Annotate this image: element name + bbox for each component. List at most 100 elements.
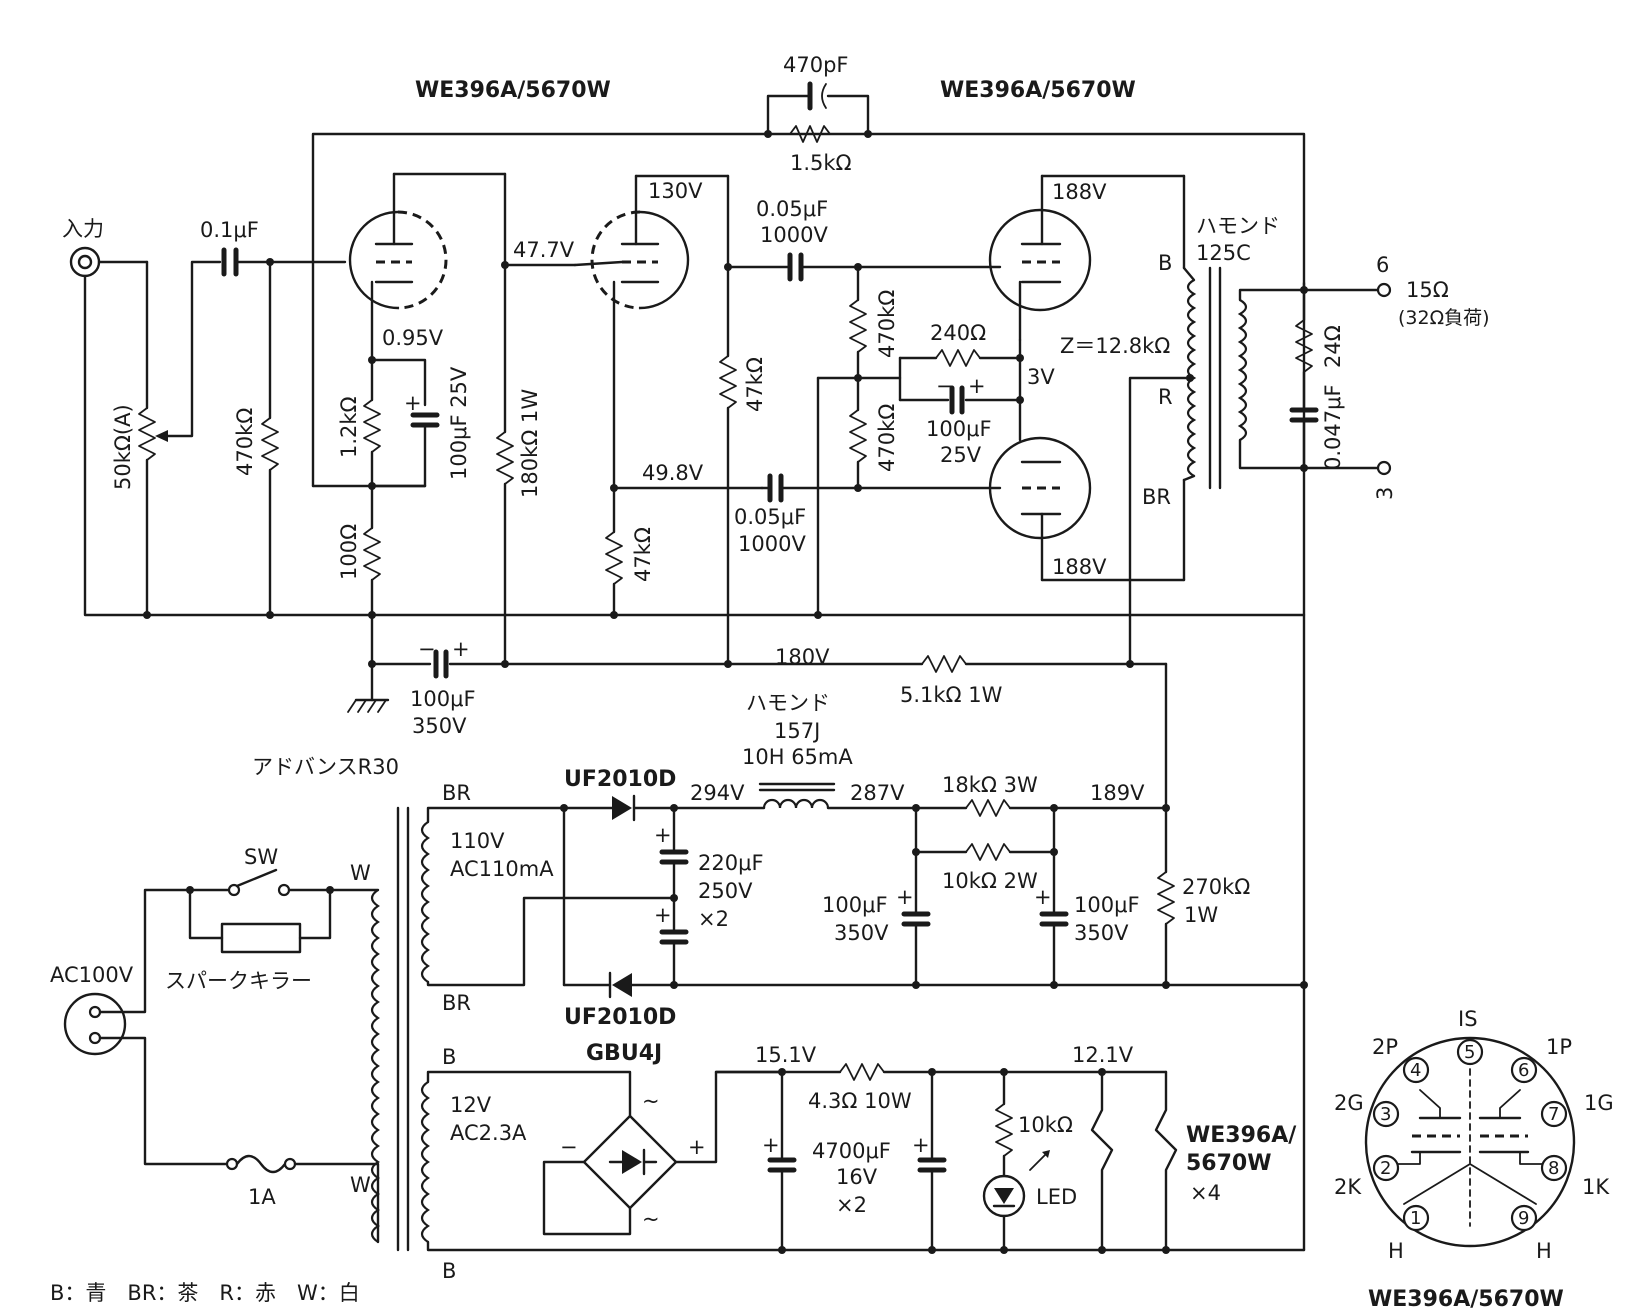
coupling-cap-top bbox=[726, 252, 1002, 282]
r-bleeder-val: 270kΩ bbox=[1182, 875, 1250, 899]
r-led: 10kΩ bbox=[1018, 1113, 1073, 1137]
v287: 287V bbox=[850, 781, 905, 805]
doubler-caps bbox=[659, 806, 689, 987]
r-43: 4.3Ω 10W bbox=[808, 1089, 912, 1113]
choke bbox=[758, 782, 918, 810]
v-b180: 180V bbox=[775, 645, 830, 669]
tube-type-right: WE396A/5670W bbox=[940, 78, 1136, 103]
doubler-plus-2: + bbox=[654, 903, 672, 927]
c-bias-plus: + bbox=[968, 374, 986, 398]
tube-v2 bbox=[573, 174, 730, 490]
c-heater-qty: ×2 bbox=[836, 1193, 867, 1217]
v12: 12.1V bbox=[1072, 1043, 1134, 1067]
choke-maker: ハモンド bbox=[746, 691, 830, 715]
c-filt1-rating: 350V bbox=[834, 921, 889, 945]
v2-plate-load-b bbox=[605, 484, 764, 619]
v294: 294V bbox=[690, 781, 745, 805]
input-capacitor bbox=[221, 247, 347, 277]
ptx-br-bot: BR bbox=[442, 991, 471, 1015]
pin-5: 5 bbox=[1456, 1038, 1484, 1066]
pin-7: 7 bbox=[1540, 1100, 1568, 1128]
c-main-rating: 350V bbox=[412, 714, 467, 738]
opt-maker: ハモンド bbox=[1196, 214, 1280, 238]
r-bleeder-pwr: 1W bbox=[1184, 903, 1218, 927]
c-rect-qty: ×2 bbox=[698, 907, 729, 931]
output-tube-top bbox=[988, 174, 1186, 342]
pin-name-h1: H bbox=[1388, 1239, 1404, 1263]
vr-label: 50kΩ(A) bbox=[111, 404, 135, 490]
v-bias-label: 3V bbox=[1027, 365, 1055, 389]
pin-name-1g: 1G bbox=[1584, 1091, 1614, 1115]
r-fb-label: 1.5kΩ bbox=[790, 151, 852, 175]
pin-name-h9: H bbox=[1536, 1239, 1552, 1263]
svg-text:8: 8 bbox=[1548, 1158, 1559, 1179]
r-bias-label: 240Ω bbox=[930, 321, 986, 345]
c-rect-val: 220μF bbox=[698, 851, 764, 875]
tap-br: BR bbox=[1142, 485, 1171, 509]
r-plate2b-label: 47kΩ bbox=[631, 527, 655, 582]
spark: スパークキラー bbox=[165, 969, 312, 993]
r-plate1-label: 180kΩ 1W bbox=[518, 389, 542, 498]
ptx-lv-a: AC2.3A bbox=[450, 1121, 527, 1145]
svg-text:3: 3 bbox=[1380, 1104, 1391, 1125]
c-bias-rating: 25V bbox=[940, 443, 982, 467]
zobel-network bbox=[1289, 282, 1392, 476]
heater-tube-a: WE396A/ bbox=[1186, 1123, 1297, 1148]
impedance-label: Z＝12.8kΩ bbox=[1060, 334, 1170, 358]
out-load: (32Ω負荷) bbox=[1398, 307, 1490, 329]
out-ohm: 15Ω bbox=[1406, 278, 1449, 302]
heater-filter bbox=[714, 1063, 1178, 1254]
output-transformer bbox=[1128, 266, 1382, 666]
c-bias-val: 100μF bbox=[926, 417, 992, 441]
ptx-label: アドバンスR30 bbox=[252, 755, 399, 779]
c-filt2-rating: 350V bbox=[1074, 921, 1129, 945]
c-filt2-plus: + bbox=[1034, 885, 1052, 909]
input-jack bbox=[69, 246, 149, 278]
tap-r: R bbox=[1158, 385, 1173, 409]
c-zobel: 0.047μF bbox=[1321, 384, 1345, 470]
plus-c1: + bbox=[404, 391, 422, 415]
v-plate2b-label: 49.8V bbox=[642, 461, 704, 485]
pin-name-is: IS bbox=[1458, 1007, 1478, 1031]
r-grid-top-label: 470kΩ bbox=[875, 290, 899, 358]
ptx-br-top: BR bbox=[442, 781, 471, 805]
choke-model: 157J bbox=[774, 719, 820, 743]
pin-8: 8 bbox=[1540, 1154, 1568, 1182]
c-filt2-val: 100μF bbox=[1074, 893, 1140, 917]
cathode-network-v1 bbox=[363, 356, 440, 619]
w-top: W bbox=[350, 861, 371, 885]
c-rect-rating: 250V bbox=[698, 879, 753, 903]
ac-in: AC100V bbox=[50, 963, 134, 987]
mains-input bbox=[63, 868, 380, 1244]
plate-resistor-v1 bbox=[496, 261, 577, 668]
doubler-plus-1: + bbox=[654, 823, 672, 847]
v-cathode1: 0.95V bbox=[382, 326, 444, 350]
pin-6: 6 bbox=[1510, 1056, 1538, 1084]
sw: SW bbox=[244, 845, 278, 869]
ptx-hv-a: AC110mA bbox=[450, 857, 554, 881]
bridge-plus: + bbox=[688, 1135, 706, 1159]
pin-1: 1 bbox=[1402, 1204, 1430, 1232]
coupling-cap-bot bbox=[760, 473, 1002, 503]
bridge-ac-top: ~ bbox=[642, 1089, 660, 1113]
v2-plate-load-a bbox=[719, 263, 737, 668]
pin-name-2p: 2P bbox=[1372, 1035, 1398, 1059]
tap-b: B bbox=[1158, 251, 1172, 275]
r-zobel: 24Ω bbox=[1321, 325, 1345, 368]
svg-text:1: 1 bbox=[1410, 1208, 1421, 1229]
ptx-hv-v: 110V bbox=[450, 829, 505, 853]
r-foot-label: 100Ω bbox=[337, 524, 361, 580]
r-10k: 10kΩ 2W bbox=[942, 869, 1038, 893]
c-heater-rating: 16V bbox=[836, 1165, 878, 1189]
bridge-ac-bot: ~ bbox=[642, 1207, 660, 1231]
diode-top: UF2010D bbox=[564, 767, 676, 792]
svg-text:7: 7 bbox=[1548, 1104, 1559, 1125]
pin-2: 2 bbox=[1372, 1154, 1400, 1182]
pin-name-1p: 1P bbox=[1546, 1035, 1572, 1059]
svg-text:5: 5 bbox=[1464, 1042, 1475, 1063]
pin-9: 9 bbox=[1510, 1204, 1538, 1232]
c-heater-plus-1: + bbox=[762, 1133, 780, 1157]
w-bot: W bbox=[350, 1173, 371, 1197]
heater-qty: ×4 bbox=[1190, 1181, 1221, 1205]
